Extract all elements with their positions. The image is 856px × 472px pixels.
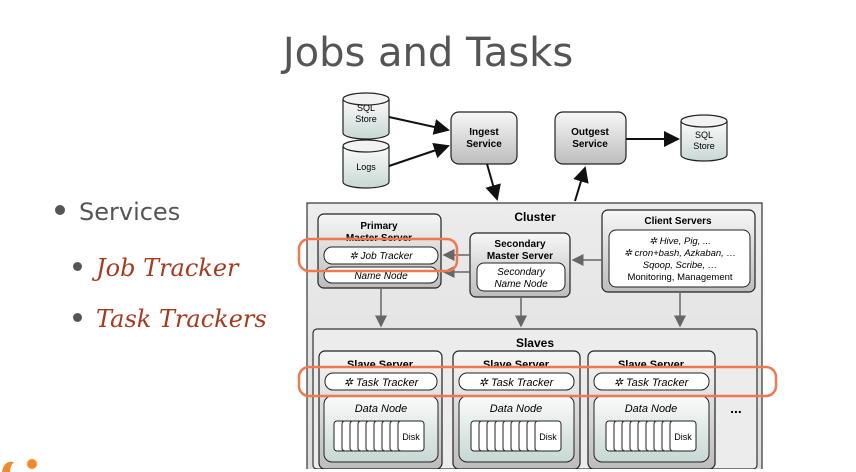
bullet-job-tracker-label: Job Tracker bbox=[96, 254, 239, 282]
logs-store: Logs bbox=[342, 139, 390, 189]
bullet-dot-icon bbox=[73, 262, 82, 271]
bullet-job-tracker: Job Tracker bbox=[73, 254, 239, 282]
bullet-services: Services bbox=[55, 198, 180, 226]
arrow-sql-to-ingest bbox=[388, 116, 450, 135]
task-tracker-highlight bbox=[297, 365, 778, 398]
client-line-4: Monitoring, Management bbox=[627, 272, 732, 283]
cluster-label: Cluster bbox=[514, 210, 556, 224]
disk-label: Disk bbox=[402, 432, 420, 442]
slave-server-label: Slave Server bbox=[347, 359, 414, 371]
primary-master-server: Primary Master Server ✲ Job Tracker Name… bbox=[317, 213, 442, 289]
client-line-1: ✲ Hive, Pig, ... bbox=[649, 236, 711, 247]
sql-store-top-line1: SQL bbox=[357, 103, 375, 113]
secondary-name-node-line1: Secondary bbox=[497, 267, 546, 278]
outgest-service: Outgest Service bbox=[554, 111, 627, 165]
sql-store-right-line2: Store bbox=[693, 141, 715, 151]
primary-master-line1: Primary bbox=[360, 221, 398, 232]
ingest-service: Ingest Service bbox=[450, 111, 518, 165]
outgest-line1: Outgest bbox=[571, 127, 609, 138]
task-tracker-label: ✲ Task Tracker bbox=[344, 377, 420, 389]
sql-store-top-line2: Store bbox=[355, 114, 377, 124]
slave-server-label: Slave Server bbox=[618, 359, 685, 371]
name-node-label: Name Node bbox=[354, 271, 408, 282]
task-tracker-label: ✲ Task Tracker bbox=[614, 377, 690, 389]
secondary-master-line1: Secondary bbox=[494, 239, 546, 250]
disk-stack bbox=[470, 420, 562, 452]
disk-label: Disk bbox=[674, 432, 692, 442]
data-node-label: Data Node bbox=[355, 403, 408, 415]
slaves-label: Slaves bbox=[516, 336, 554, 350]
slave-server: Slave Server ✲ Task Tracker Data Node Di… bbox=[587, 350, 716, 469]
data-node-label: Data Node bbox=[625, 403, 678, 415]
arrow-cluster-to-outgest bbox=[573, 166, 589, 202]
bullet-task-trackers: Task Trackers bbox=[73, 305, 267, 333]
client-servers: Client Servers ✲ Hive, Pig, ... ✲ cron+b… bbox=[601, 209, 756, 293]
task-tracker-label: ✲ Task Tracker bbox=[479, 377, 555, 389]
job-tracker-label: ✲ Job Tracker bbox=[349, 251, 413, 262]
bullet-dot-icon bbox=[73, 313, 82, 322]
ingest-line1: Ingest bbox=[469, 127, 499, 138]
slide-title: Jobs and Tasks bbox=[282, 30, 574, 76]
sql-store-right: SQL Store bbox=[680, 114, 728, 162]
client-servers-label: Client Servers bbox=[644, 216, 712, 227]
disk-stack bbox=[605, 420, 697, 452]
disk-label: Disk bbox=[539, 432, 557, 442]
arrow-ingest-to-cluster bbox=[485, 163, 501, 201]
outgest-line2: Service bbox=[572, 139, 608, 150]
client-line-2: ✲ cron+bash, Azkaban, … bbox=[624, 248, 736, 259]
logs-label: Logs bbox=[356, 162, 376, 172]
job-tracker-highlight bbox=[297, 237, 459, 273]
arrow-logs-to-ingest bbox=[388, 142, 450, 167]
slave-server: Slave Server ✲ Task Tracker Data Node Di… bbox=[452, 350, 581, 469]
sql-store-top: SQL Store bbox=[342, 92, 390, 140]
secondary-name-node-line2: Name Node bbox=[494, 279, 548, 290]
sql-store-right-line1: SQL bbox=[695, 130, 713, 140]
more-slaves-ellipsis: ... bbox=[730, 400, 742, 416]
data-node-label: Data Node bbox=[490, 403, 543, 415]
slave-server-label: Slave Server bbox=[483, 359, 550, 371]
client-line-3: Sqoop, Scribe, … bbox=[643, 260, 717, 271]
ingest-line2: Service bbox=[466, 139, 502, 150]
bullet-services-label: Services bbox=[79, 198, 181, 226]
slave-server: Slave Server ✲ Task Tracker Data Node Di… bbox=[318, 350, 443, 469]
bullet-dot-icon bbox=[55, 205, 65, 215]
secondary-master-server: Secondary Master Server Secondary Name N… bbox=[469, 232, 571, 298]
secondary-master-line2: Master Server bbox=[487, 251, 553, 262]
disk-stack bbox=[333, 420, 425, 452]
bullet-task-trackers-label: Task Trackers bbox=[96, 305, 267, 333]
